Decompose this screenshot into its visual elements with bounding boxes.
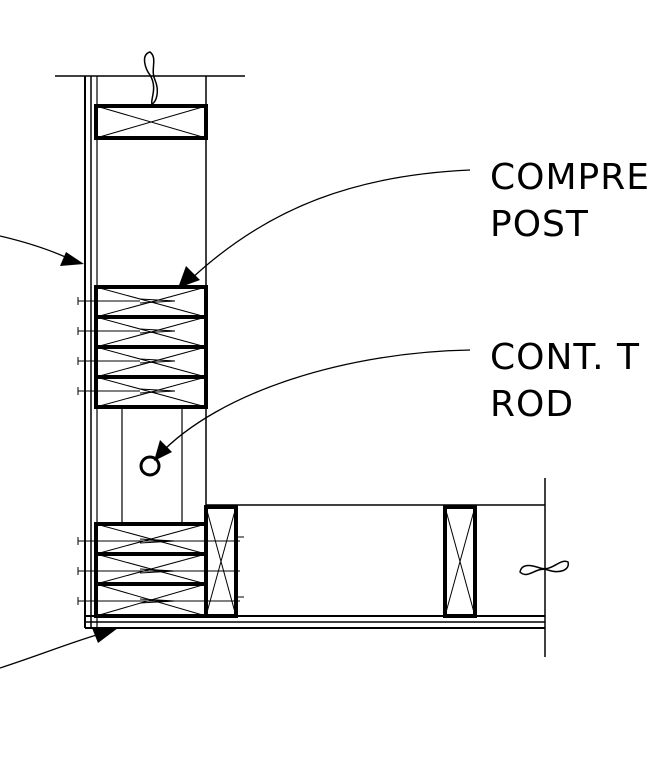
top-stud <box>94 104 208 140</box>
callout-compression-post-line2: POST <box>490 204 589 245</box>
break-line-right <box>519 560 569 576</box>
tie-rod-cavity <box>121 407 183 524</box>
leader-sheathing-lower <box>0 628 118 669</box>
callout-tie-rod-line2: ROD <box>490 384 574 425</box>
leader-sheathing-upper <box>0 235 84 266</box>
callout-compression-post-line1: COMPRE <box>490 157 648 198</box>
leader-compression-post <box>178 169 471 288</box>
horizontal-wall-studs <box>204 505 477 618</box>
nails-lower <box>77 536 244 605</box>
callout-tie-rod-line1: CONT. T <box>490 337 640 378</box>
compression-post-studs <box>94 285 208 409</box>
break-line-top <box>143 51 159 106</box>
nails-upper <box>77 297 176 395</box>
leader-tie-rod <box>154 349 471 461</box>
tie-rod-symbol <box>139 455 161 477</box>
